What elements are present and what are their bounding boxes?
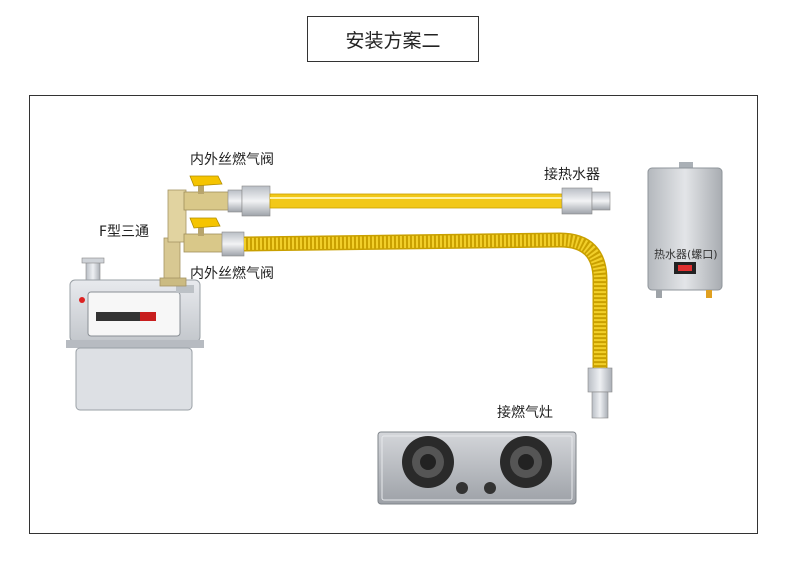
label-valve-bottom: 内外丝燃气阀: [190, 266, 274, 282]
label-stove-connect: 接燃气灶: [497, 405, 553, 421]
label-water-heater-name: 热水器(螺口): [654, 248, 718, 261]
f-tee-fitting: [159, 189, 187, 287]
gas-stove: [377, 431, 577, 505]
hose-stove: [243, 232, 613, 419]
stove-knob-left: [456, 482, 468, 494]
water-heater: [647, 162, 723, 298]
gas-meter: [66, 257, 204, 411]
valve-top: [183, 175, 271, 217]
page-title: 安装方案二: [345, 29, 441, 52]
stove-knob-right: [484, 482, 496, 494]
label-water-heater-connect: 接热水器: [544, 167, 600, 183]
burner-right: [500, 436, 552, 488]
label-valve-top: 内外丝燃气阀: [190, 152, 274, 168]
valve-bottom: [183, 217, 245, 257]
hose-water-heater: [269, 187, 611, 215]
title-box: 安装方案二: [307, 16, 479, 62]
label-tee: F型三通: [99, 224, 150, 240]
burner-left: [402, 436, 454, 488]
diagram-frame: [29, 95, 758, 534]
